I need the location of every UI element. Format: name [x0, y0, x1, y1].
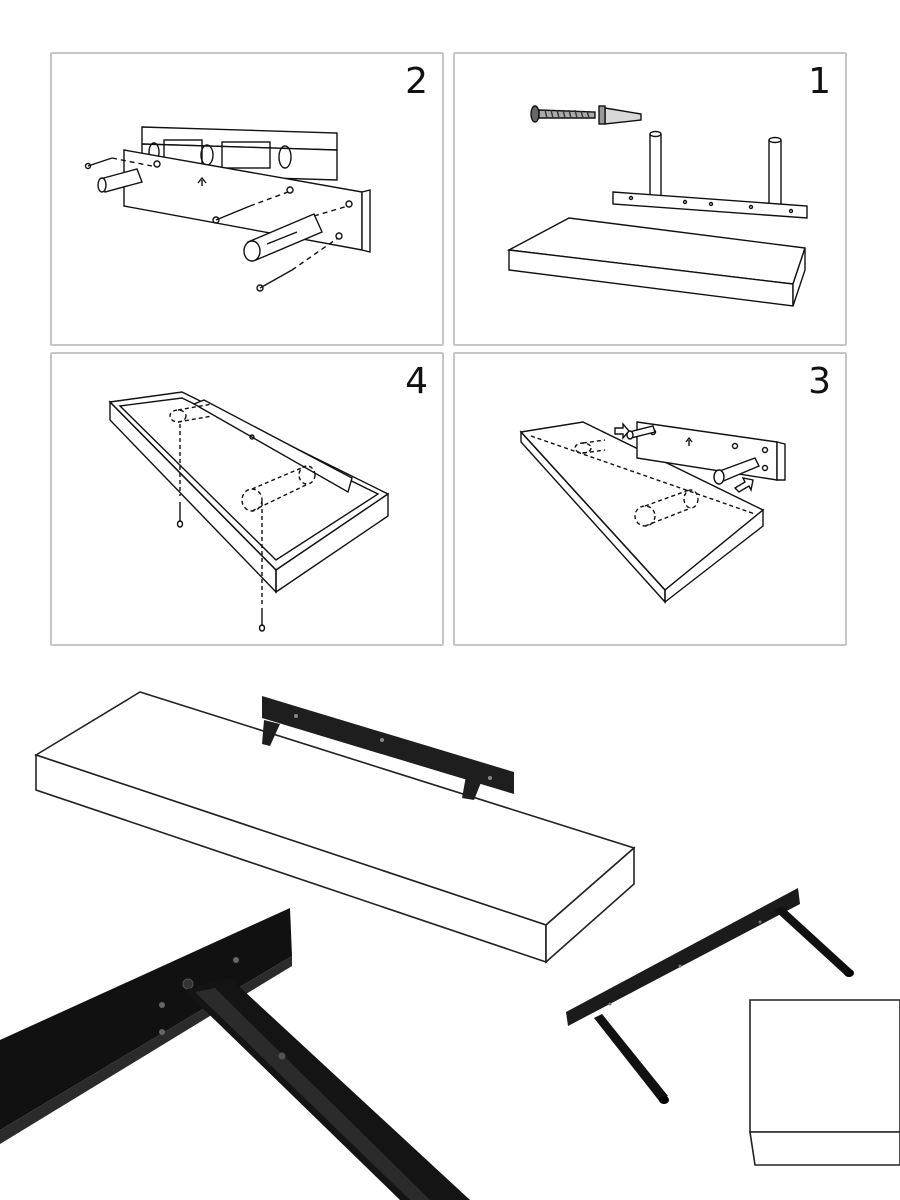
step-3-illustration [519, 421, 786, 604]
step-number: 3 [808, 361, 831, 402]
screw-icon [176, 502, 266, 632]
rod-left [626, 425, 656, 440]
alignment-guides [111, 157, 349, 271]
step-number: 4 [405, 361, 428, 402]
hidden-rods [169, 403, 316, 604]
step-2-panel: 2 [50, 52, 444, 346]
rod-left [97, 168, 143, 193]
hidden-rods [530, 435, 756, 527]
bracket-with-rods [566, 888, 854, 1104]
shelf-corner [749, 999, 900, 1166]
step-3-panel: 3 [453, 352, 847, 646]
mounting-bracket [262, 696, 514, 800]
step-1-illustration [506, 105, 808, 307]
wall-anchor-icon [598, 105, 642, 125]
step-4-illustration [108, 391, 390, 632]
shelf-underside [108, 391, 390, 594]
bracket-with-rods [612, 130, 808, 219]
rod-right [713, 457, 760, 485]
shelf-board [34, 691, 636, 964]
arrow-icon [614, 422, 754, 493]
bracket-closeup [0, 908, 470, 1200]
step-number: 1 [808, 61, 831, 102]
screw-icon [530, 105, 596, 123]
step-1-panel: 1 [453, 52, 847, 346]
shelf-board [506, 217, 806, 307]
rod-right [243, 213, 323, 262]
step-2-illustration [84, 126, 371, 292]
step-4-panel: 4 [50, 352, 444, 646]
product-photo [0, 691, 900, 1200]
step-number: 2 [405, 61, 428, 102]
wall-bracket-plate [192, 399, 353, 494]
screw-icon [84, 157, 293, 292]
